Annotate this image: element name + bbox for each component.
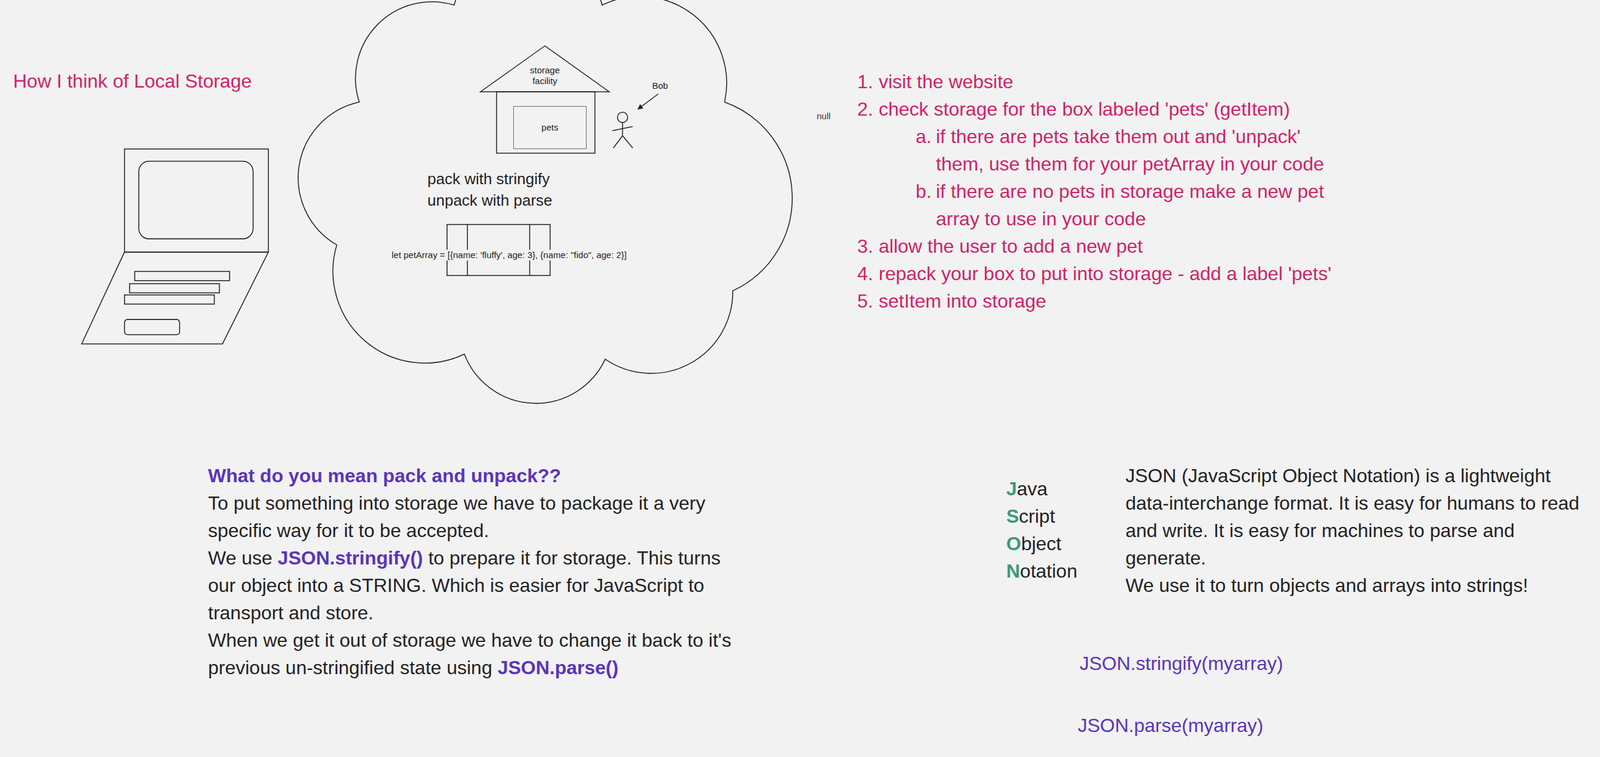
list-row: 3.allow the user to add a new pet [857, 232, 1597, 260]
body-text: When we get it out of storage we have to… [208, 629, 732, 679]
code-text: let petArray = [{name: 'fluffy', age: 3}… [389, 249, 629, 261]
laptop-trackpad [124, 319, 180, 336]
text-block: Java [1006, 475, 1114, 503]
list-row: 4.repack your box to put into storage - … [857, 259, 1597, 288]
node-label: pets [541, 122, 558, 133]
para-text-group: What do you mean pack and unpack?? To put… [208, 461, 748, 682]
list-row: 5.setItem into storage [857, 287, 1597, 315]
null-note: null [816, 110, 831, 122]
house-roof [480, 45, 610, 92]
house-body [496, 91, 595, 154]
person-label: Bob [652, 80, 669, 92]
acronym-letter: S [1006, 505, 1019, 527]
laptop-keys [134, 271, 230, 281]
cloud-outline-path [298, 0, 793, 404]
laptop-drawing [81, 149, 269, 344]
step-number: 2. [857, 95, 879, 123]
code-example: JSON.stringify(myarray) [1079, 649, 1283, 678]
text-block: What do you mean pack and unpack?? [208, 461, 748, 490]
list-row: 1.visit the website [857, 67, 1597, 96]
step-text: visit the website [878, 67, 1475, 96]
step-number: 4. [857, 259, 879, 288]
step-number: a. [915, 122, 936, 151]
laptop-base [81, 252, 269, 344]
acronym-letter: O [1006, 532, 1022, 555]
text-block: JSON (JavaScript Object Notation) is a l… [1125, 461, 1585, 572]
laptop-screen [124, 149, 269, 253]
text-block: We useJSON.stringify()to prepare it for … [208, 544, 748, 627]
section-heading: What do you mean pack and unpack?? [208, 464, 561, 487]
list-row: b.if there are no pets in storage make a… [915, 177, 1597, 233]
figure-head [617, 112, 628, 123]
body-text: We use [208, 547, 273, 569]
acro-text-group: JavaScriptObjectNotation [1006, 475, 1114, 585]
step-text: allow the user to add a new pet [878, 232, 1475, 260]
leader-arrow [637, 94, 659, 110]
laptop-keys [129, 283, 220, 293]
step-number: b. [915, 177, 936, 206]
definition-text: JSON (JavaScript Object Notation) is a l… [1125, 464, 1580, 569]
text-block: To put something into storage we have to… [208, 489, 748, 545]
text-block: When we get it out of storage we have to… [208, 626, 748, 682]
figure-arms [612, 126, 633, 131]
jpar-text-group: JSON (JavaScript Object Notation) is a l… [1125, 461, 1585, 600]
step-text: if there are pets take them out and 'unp… [935, 122, 1342, 178]
text-block: Notation [1006, 557, 1114, 585]
acronym-word-rest: otation [1019, 560, 1078, 582]
laptop-keys [124, 295, 215, 305]
list-row: a.if there are pets take them out and 'u… [915, 122, 1597, 178]
step-text: check storage for the box labeled 'pets'… [878, 95, 1475, 123]
acronym-word-rest: bject [1021, 532, 1062, 555]
laptop-display [138, 160, 254, 239]
code-keyword: JSON.parse() [497, 656, 619, 679]
list-row: 2.check storage for the box labeled 'pet… [857, 95, 1597, 123]
acronym-letter: N [1006, 560, 1020, 582]
step-text: if there are no pets in storage make a n… [935, 177, 1342, 233]
pets-box: pets [513, 106, 587, 150]
storage-facility-house: storage facility pets [480, 45, 610, 154]
node-label: pack with stringify unpack with parse [427, 168, 571, 212]
step-number: 1. [857, 67, 879, 96]
code-example: JSON.parse(myarray) [1077, 711, 1264, 740]
acronym-word-rest: ava [1016, 478, 1048, 500]
acronym-letter: J [1006, 478, 1017, 500]
text-block: Object [1006, 529, 1114, 558]
node-label: storage facility [521, 64, 569, 87]
step-text: setItem into storage [878, 287, 1475, 315]
body-text: To put something into storage we have to… [208, 492, 706, 542]
page-title: How I think of Local Storage [13, 69, 252, 93]
figure-leg [613, 135, 623, 149]
text-block: Script [1006, 502, 1114, 530]
step-number: 3. [857, 232, 879, 260]
acronym-word-rest: cript [1018, 505, 1055, 527]
code-keyword: JSON.stringify() [277, 547, 424, 569]
step-number: 5. [857, 287, 879, 315]
text-block: We use it to turn objects and arrays int… [1125, 571, 1585, 600]
list-text-group: 1.visit the website2.check storage for t… [857, 67, 1597, 315]
step-text: repack your box to put into storage - ad… [878, 259, 1475, 288]
stick-figure [612, 112, 633, 148]
definition-text: We use it to turn objects and arrays int… [1125, 574, 1528, 597]
figure-leg [622, 135, 633, 149]
cloud-region: pack with stringify unpack with parse sto… [289, 0, 800, 396]
house-outline [480, 45, 610, 154]
